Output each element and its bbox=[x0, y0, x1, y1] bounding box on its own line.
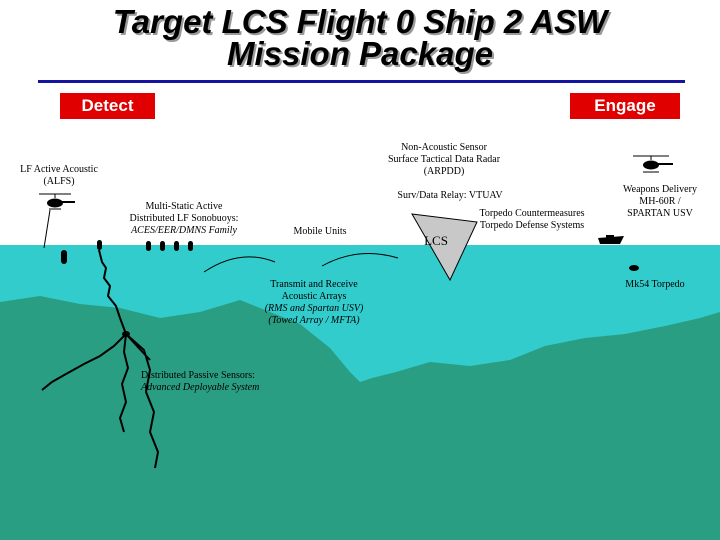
detect-button[interactable]: Detect bbox=[60, 93, 155, 119]
multistatic-line3: ACES/EER/DMNS Family bbox=[131, 225, 237, 236]
page-title: Target LCS Flight 0 Ship 2 ASW bbox=[112, 3, 608, 40]
torpedo-icon bbox=[629, 265, 639, 271]
towed-array-right bbox=[321, 253, 399, 267]
surv-relay-label: Surv/Data Relay: VTUAV bbox=[397, 190, 503, 201]
title-divider bbox=[38, 80, 685, 83]
mobile-units-label: Mobile Units bbox=[293, 226, 347, 237]
alfs-helicopter-icon bbox=[39, 193, 75, 210]
alfs-dip-line bbox=[43, 209, 51, 249]
weapons-line1: Weapons Delivery bbox=[623, 184, 697, 195]
sonobuoy-icon bbox=[160, 241, 165, 251]
non-acoustic-label: Non-Acoustic Sensor Surface Tactical Dat… bbox=[364, 142, 524, 178]
lcs-label: LCS bbox=[424, 233, 448, 248]
transmit-line3: (RMS and Spartan USV) bbox=[264, 303, 364, 314]
weapons-delivery-label: Weapons Delivery MH-60R / SPARTAN USV bbox=[610, 184, 710, 220]
alfs-label: LF Active Acoustic (ALFS) bbox=[14, 164, 104, 188]
sonobuoy-icon bbox=[97, 240, 102, 250]
torpedo-cm-line1: Torpedo Countermeasures bbox=[479, 208, 585, 219]
alfs-label-line2: (ALFS) bbox=[43, 176, 75, 187]
sonobuoy-icon bbox=[61, 250, 67, 264]
mk54-label: Mk54 Torpedo bbox=[625, 279, 685, 290]
weapons-line2: MH-60R / bbox=[639, 196, 681, 207]
passive-line2: Advanced Deployable System bbox=[141, 382, 260, 393]
passive-sensor-node bbox=[122, 331, 130, 337]
spartan-usv-icon bbox=[598, 235, 624, 244]
multistatic-label: Multi-Static Active Distributed LF Sonob… bbox=[116, 201, 252, 237]
passive-sensor-cables bbox=[41, 249, 160, 469]
engage-button[interactable]: Engage bbox=[570, 93, 680, 119]
weapons-line3: SPARTAN USV bbox=[627, 208, 693, 219]
torpedo-countermeasures-label: Torpedo Countermeasures Torpedo Defense … bbox=[470, 208, 594, 232]
sonobuoy-icon bbox=[174, 241, 179, 251]
page-subtitle: Mission Package bbox=[227, 35, 493, 72]
non-acoustic-line3: (ARPDD) bbox=[423, 166, 465, 177]
passive-sensors-label: Distributed Passive Sensors: Advanced De… bbox=[141, 370, 271, 394]
transmit-line4: (Towed Array / MFTA) bbox=[268, 315, 360, 326]
non-acoustic-line1: Non-Acoustic Sensor bbox=[401, 142, 487, 153]
non-acoustic-line2: Surface Tactical Data Radar bbox=[387, 154, 501, 165]
sonobuoy-icon bbox=[188, 241, 193, 251]
mh60r-helicopter-icon bbox=[633, 155, 673, 173]
seafloor bbox=[0, 296, 720, 540]
lcs-ship-icon bbox=[411, 213, 478, 282]
sonobuoy-icon bbox=[146, 241, 151, 251]
transmit-line1: Transmit and Receive bbox=[270, 279, 358, 290]
multistatic-line2: Distributed LF Sonobuoys: bbox=[129, 213, 239, 224]
multistatic-line1: Multi-Static Active bbox=[145, 201, 223, 212]
alfs-label-line1: LF Active Acoustic bbox=[20, 164, 98, 175]
passive-line1: Distributed Passive Sensors: bbox=[141, 370, 255, 381]
transmit-line2: Acoustic Arrays bbox=[281, 291, 347, 302]
transmit-receive-label: Transmit and Receive Acoustic Arrays (RM… bbox=[254, 279, 374, 327]
torpedo-cm-line2: Torpedo Defense Systems bbox=[479, 220, 585, 231]
towed-array-left bbox=[203, 256, 276, 273]
